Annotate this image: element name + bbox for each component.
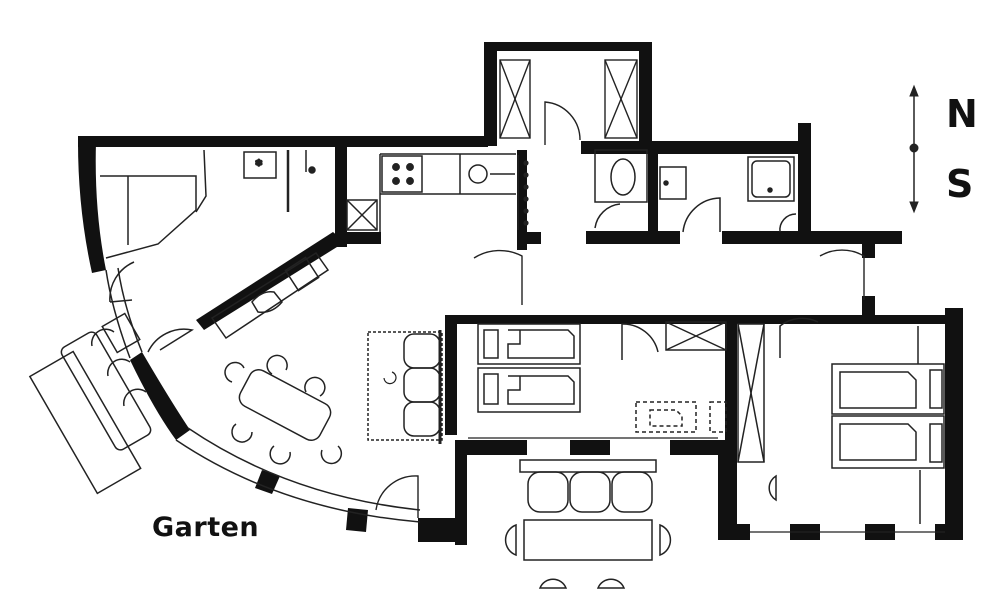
bedroom-right (737, 317, 945, 533)
kitchen (346, 153, 529, 232)
sink-counter (210, 251, 330, 340)
living-sofa (367, 330, 443, 444)
terrace-bench (28, 312, 194, 495)
bedroom-left (468, 321, 727, 439)
terrace-furniture (504, 459, 672, 589)
stair-tower (499, 59, 638, 145)
bay-room: ✽ (100, 149, 316, 303)
dining-table (224, 354, 343, 465)
garden-label: Garten (152, 512, 260, 543)
compass-arrow (909, 84, 919, 214)
compass-north-label: N (946, 92, 978, 136)
hall-doors (375, 249, 865, 518)
svg-text:✽: ✽ (255, 159, 263, 169)
bathroom (594, 149, 797, 233)
garden-facade-window (105, 267, 421, 523)
compass-south-label: S (946, 162, 974, 206)
